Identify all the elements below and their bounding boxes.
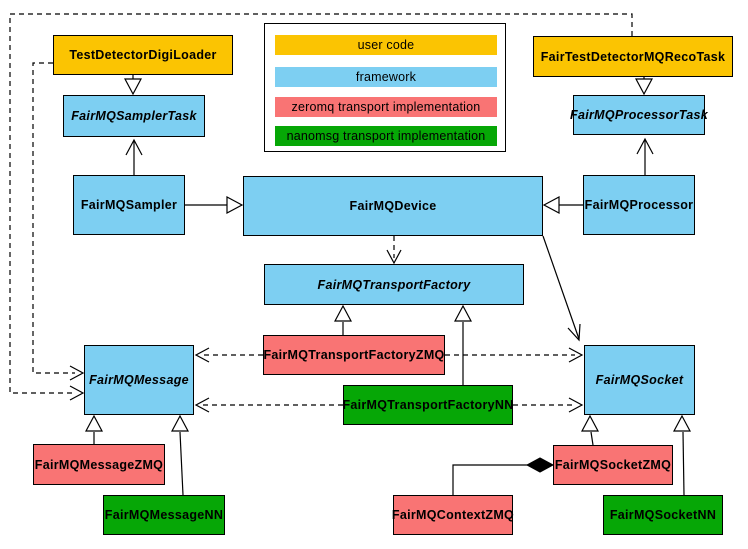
class-box-fairmqmessagezmq: FairMQMessageZMQ (33, 444, 165, 485)
edge-messagenn-to-message (171, 414, 189, 496)
legend-item-zeromq: zeromq transport implementation (275, 97, 497, 117)
edge-processor-to-device (542, 196, 583, 214)
class-box-fairmqmessage: FairMQMessage (84, 345, 194, 415)
edge-device-to-socket (542, 235, 581, 342)
edge-socketzmq-to-socket (581, 414, 599, 446)
edge-factorynn-to-message (194, 397, 343, 413)
edge-factorynn-to-socket (513, 397, 584, 413)
edge-recotask-to-message (9, 13, 633, 401)
edge-factorynn-to-factory (454, 304, 472, 385)
edge-digiloader-to-samplertask (124, 75, 142, 96)
edge-contextzmq-to-socketzmq (452, 457, 555, 495)
legend-item-framework: framework (275, 67, 497, 87)
edge-factoryzmq-to-message (194, 347, 263, 363)
class-box-testdetectordigiloader: TestDetectorDigiLoader (53, 35, 233, 75)
class-box-fairmqsocket: FairMQSocket (584, 345, 695, 415)
class-box-fairmqsocketzmq: FairMQSocketZMQ (553, 445, 673, 485)
edge-messagezmq-to-message (85, 414, 103, 444)
class-box-fairmqsamplertask: FairMQSamplerTask (63, 95, 205, 137)
edge-sampler-to-device (185, 196, 244, 214)
edge-sampler-to-samplertask (125, 138, 143, 175)
class-box-fairmqsampler: FairMQSampler (73, 175, 185, 235)
edge-recotask-to-processortask (635, 77, 653, 96)
edge-factoryzmq-to-factory (334, 304, 352, 335)
class-box-fairtestdetectormqrecotask: FairTestDetectorMQRecoTask (533, 36, 733, 77)
class-box-fairmqtransportfactory: FairMQTransportFactory (264, 264, 524, 305)
edge-processor-to-processortask (636, 137, 654, 175)
class-box-fairmqprocessor: FairMQProcessor (583, 175, 695, 235)
legend: user code framework zeromq transport imp… (264, 23, 506, 152)
class-box-fairmqprocessortask: FairMQProcessorTask (570, 95, 708, 135)
class-box-fairmqmessagenn: FairMQMessageNN (103, 495, 225, 535)
edge-device-to-transportfactory (386, 236, 402, 265)
edge-digiloader-to-message (32, 62, 85, 381)
edge-factoryzmq-to-socket (445, 347, 584, 363)
class-box-fairmqtransportfactorynn: FairMQTransportFactoryNN (342, 385, 513, 425)
legend-item-nanomsg: nanomsg transport implementation (275, 126, 497, 146)
class-box-fairmqtransportfactoryzmq: FairMQTransportFactoryZMQ (263, 335, 445, 375)
class-box-fairmqdevice: FairMQDevice (243, 176, 543, 236)
class-box-fairmqcontextzmq: FairMQContextZMQ (392, 495, 514, 535)
class-box-fairmqsocketnn: FairMQSocketNN (603, 495, 723, 535)
legend-item-user-code: user code (275, 35, 497, 55)
edge-socketnn-to-socket (673, 414, 691, 496)
